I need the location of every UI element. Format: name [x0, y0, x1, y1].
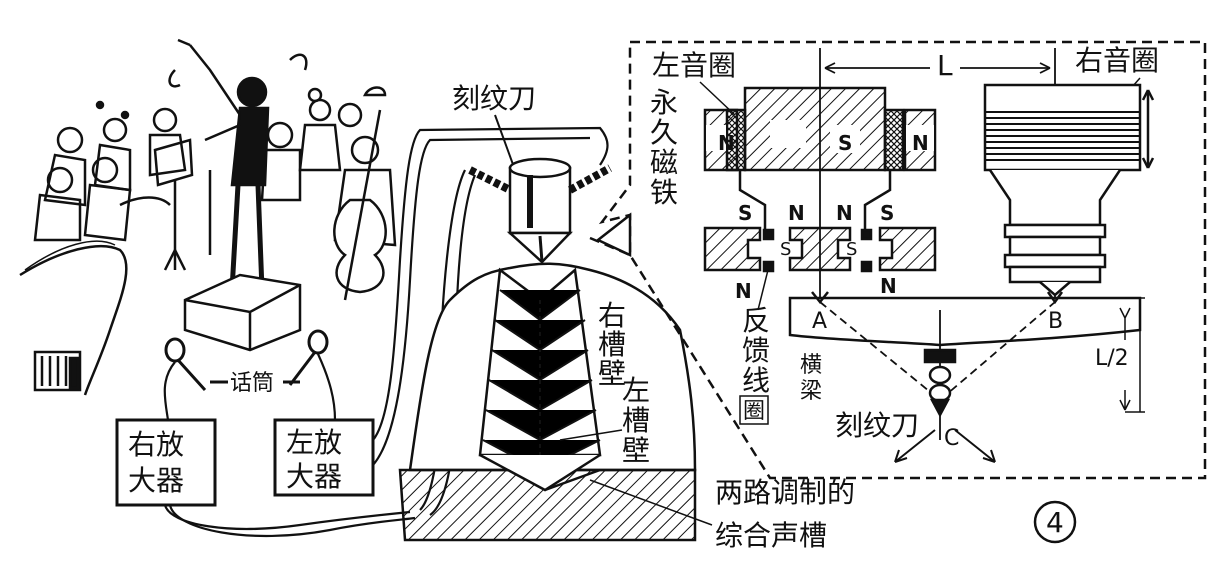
- right-coil-label: 右音圈: [1075, 44, 1159, 77]
- pole-S-3: S: [880, 201, 894, 225]
- dimension-L-label: L: [937, 49, 953, 82]
- svg-text:两路调制的: 两路调制的: [715, 476, 855, 509]
- svg-text:壁: 壁: [598, 357, 626, 390]
- left-amp-line2: 大器: [286, 460, 342, 493]
- svg-text:4: 4: [1046, 506, 1064, 539]
- beam: [788, 291, 1145, 440]
- pole-N-1: N: [718, 131, 735, 155]
- svg-text:左: 左: [622, 374, 650, 407]
- svg-text:圈: 圈: [743, 399, 765, 424]
- right-amp-line2: 大器: [128, 464, 184, 497]
- left-magnet-assembly: [703, 86, 937, 273]
- svg-text:右: 右: [598, 299, 626, 332]
- pole-N-6: N: [880, 274, 897, 298]
- svg-text:线: 线: [742, 364, 770, 397]
- svg-text:槽: 槽: [622, 404, 650, 437]
- svg-text:反: 反: [742, 304, 770, 337]
- pole-S-2: S: [738, 201, 752, 225]
- svg-text:久: 久: [650, 116, 678, 149]
- pole-S-5: S: [846, 239, 857, 260]
- feedback-coil-label: 反 馈 线 圈: [739, 269, 770, 425]
- svg-text:壁: 壁: [622, 434, 650, 467]
- microphones: [164, 329, 329, 392]
- half-L-label: L/2: [1095, 346, 1129, 371]
- pole-S-4: S: [780, 239, 791, 260]
- right-wall-label: 右 槽 壁: [598, 299, 626, 390]
- orchestra-illustration: [19, 38, 397, 396]
- right-amplifier: 右放 大器: [115, 418, 217, 507]
- right-coil-assembly: [983, 83, 1155, 297]
- left-coil-label: 左音圈: [652, 49, 736, 82]
- svg-text:永: 永: [650, 86, 678, 119]
- record-disc-section: [398, 262, 697, 542]
- svg-text:铁: 铁: [650, 176, 678, 209]
- beam-label: 横 梁: [800, 353, 822, 404]
- groove-ridges: [482, 289, 601, 490]
- figure-number: 4: [1033, 500, 1077, 544]
- cutter-top-label: 刻纹刀: [452, 82, 536, 115]
- musicians: [33, 53, 397, 301]
- speaker-icon: [33, 350, 82, 392]
- svg-text:梁: 梁: [800, 379, 822, 404]
- pole-N-3: N: [788, 201, 805, 225]
- cutter-bottom-label: 刻纹刀: [835, 409, 919, 442]
- cutter-motion-arrows: [894, 429, 996, 463]
- detail-pointer-arrow: [595, 212, 632, 257]
- point-C-label: C: [944, 426, 959, 451]
- pole-N-5: N: [735, 279, 752, 303]
- conductor: [177, 38, 270, 291]
- pole-N-2: N: [912, 131, 929, 155]
- microphone-label: 话筒: [230, 371, 274, 396]
- pole-N-4: N: [836, 201, 853, 225]
- coil-windings: [985, 111, 1140, 161]
- left-amplifier: 左放 大器: [273, 418, 375, 497]
- svg-text:槽: 槽: [598, 328, 626, 361]
- right-amp-line1: 右放: [128, 428, 184, 461]
- signal-cables: [163, 126, 609, 538]
- svg-text:横: 横: [800, 353, 822, 378]
- point-B-label: B: [1048, 309, 1063, 334]
- pole-S-1: S: [838, 131, 852, 155]
- left-amp-line1: 左放: [286, 426, 342, 459]
- magnet-label: 永 久 磁 铁: [650, 86, 678, 209]
- groove-label: 两路调制的 综合声槽: [589, 476, 855, 552]
- svg-text:磁: 磁: [650, 146, 678, 179]
- point-A-label: A: [812, 309, 827, 334]
- left-wall-label: 左 槽 壁: [622, 374, 650, 467]
- svg-text:馈: 馈: [742, 334, 770, 367]
- cutting-stylus: [468, 157, 612, 264]
- microphone-left-icon: [164, 337, 207, 392]
- microphone-right-icon: [288, 329, 329, 386]
- podium: [183, 273, 302, 352]
- svg-text:综合声槽: 综合声槽: [715, 519, 827, 552]
